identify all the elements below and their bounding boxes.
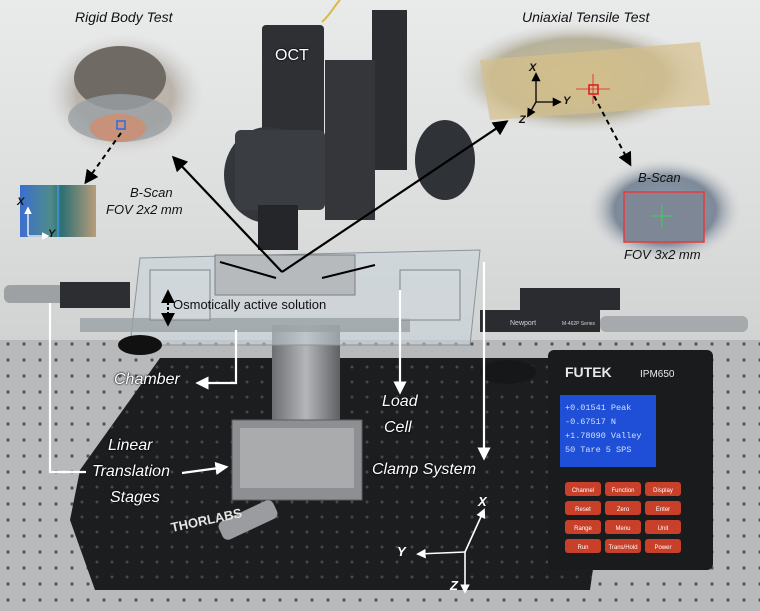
futek-button-label: Trans/Hold xyxy=(608,545,637,551)
arrow-to-rigid xyxy=(171,155,283,273)
top-axis-z-label: Z xyxy=(519,114,526,126)
futek-brand: FUTEK xyxy=(565,364,612,380)
futek-button[interactable] xyxy=(605,501,641,515)
oct-cable xyxy=(321,0,341,23)
bscan-left-title: B-Scan xyxy=(130,185,173,200)
futek-button[interactable] xyxy=(605,482,641,496)
clamp-block xyxy=(214,254,356,296)
arrow-to-tensile xyxy=(281,120,509,273)
osmotic-solution-label: Osmotically active solution xyxy=(173,297,327,312)
screen-line-2: -0.67517 N xyxy=(565,417,616,427)
futek-button[interactable] xyxy=(645,520,681,534)
bscan-right-fov: FOV 3x2 mm xyxy=(624,247,701,262)
oct-objective xyxy=(258,205,298,250)
futek-button[interactable] xyxy=(645,482,681,496)
linear-label-2: Translation xyxy=(92,463,170,480)
chamber-callout xyxy=(195,330,238,390)
oct-focus-knob-right xyxy=(415,120,475,200)
newport-model: M-462P Series xyxy=(562,321,595,327)
stages-callout-left xyxy=(48,303,86,474)
load-cell-label-1: Load xyxy=(382,393,418,410)
futek-button[interactable] xyxy=(565,482,601,496)
rigid-body-test-title: Rigid Body Test xyxy=(75,9,173,25)
bscan-left-fov: FOV 2x2 mm xyxy=(106,202,183,217)
bottom-axis-z-label: Z xyxy=(450,578,458,593)
load-cell-label-2: Cell xyxy=(384,419,412,436)
rubber-foot-right xyxy=(480,360,536,384)
top-axis-z xyxy=(527,101,537,118)
oct-head xyxy=(235,130,325,210)
uniaxial-tensile-test-title: Uniaxial Tensile Test xyxy=(522,9,650,25)
rubber-foot-left xyxy=(118,335,162,355)
futek-button-label: Function xyxy=(611,488,634,494)
oct-column xyxy=(372,10,407,170)
dashed-arrow-right xyxy=(593,95,632,167)
screen-line-4: 50 Tare 5 SPS xyxy=(565,445,631,455)
futek-button[interactable] xyxy=(565,501,601,515)
futek-button-label: Menu xyxy=(615,526,630,532)
futek-button[interactable] xyxy=(645,501,681,515)
futek-button[interactable] xyxy=(605,520,641,534)
bottom-axis-y xyxy=(416,548,466,559)
futek-button[interactable] xyxy=(565,539,601,553)
stages-callout-right xyxy=(181,461,229,475)
futek-model: IPM650 xyxy=(640,369,675,380)
futek-button[interactable] xyxy=(645,539,681,553)
tensile-roi xyxy=(588,84,599,95)
futek-button-label: Zero xyxy=(617,507,630,513)
chamber-rail xyxy=(80,318,410,332)
futek-button-label: Power xyxy=(654,545,671,551)
linear-label-1: Linear xyxy=(108,437,153,454)
bottom-axis-x xyxy=(464,508,486,553)
futek-button[interactable] xyxy=(565,520,601,534)
futek-screen xyxy=(560,395,656,467)
oct-body xyxy=(262,25,324,155)
dashed-arrow-left xyxy=(84,132,122,185)
futek-button-label: Display xyxy=(653,488,673,494)
lower-stage-top xyxy=(240,428,354,488)
clamp-system-label: Clamp System xyxy=(372,461,477,478)
futek-button-label: Reset xyxy=(575,507,591,513)
futek-button-label: Enter xyxy=(656,507,670,513)
bottom-axis-x-label: X xyxy=(478,494,487,509)
rigid-roi xyxy=(116,120,126,130)
lower-micrometer xyxy=(218,500,278,540)
bscan-right-title: B-Scan xyxy=(638,170,681,185)
left-axis-x-label: X xyxy=(17,196,25,208)
chamber-label: Chamber xyxy=(114,371,180,388)
right-micrometer xyxy=(600,316,748,332)
screen-line-1: +0.01541 Peak xyxy=(565,403,631,413)
futek-button-label: Unit xyxy=(658,526,669,532)
left-axis-y-label: Y xyxy=(48,228,56,240)
bottom-axis-y-label: Y xyxy=(397,544,406,559)
newport-brand: Newport xyxy=(510,320,536,327)
linear-label-3: Stages xyxy=(110,489,160,506)
newport-stage xyxy=(480,310,600,332)
bscan-right-image xyxy=(623,191,705,243)
futek-button-label: Channel xyxy=(572,488,594,494)
futek-button-label: Range xyxy=(574,526,592,532)
top-axis-y-label: Y xyxy=(563,95,571,107)
futek-button[interactable] xyxy=(605,539,641,553)
futek-button-label: Run xyxy=(577,545,588,551)
top-axis-x-label: X xyxy=(529,62,537,74)
oct-label: OCT xyxy=(275,47,309,64)
screen-line-3: +1.78090 Valley xyxy=(565,431,642,441)
oct-mount xyxy=(325,60,375,220)
